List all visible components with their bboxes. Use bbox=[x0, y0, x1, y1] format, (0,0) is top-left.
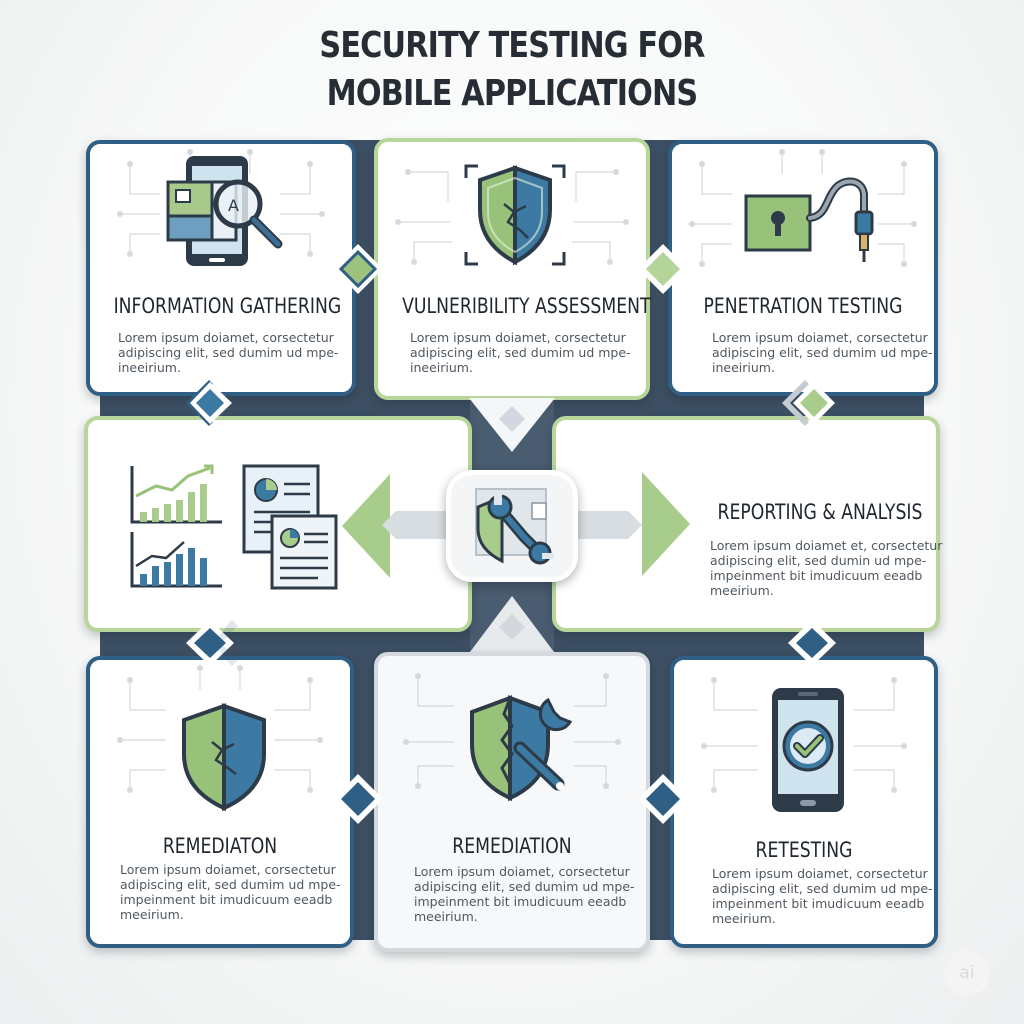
card-title: RETESTING bbox=[755, 838, 853, 862]
card-remediation: REMEDIATION Lorem ipsum doiamet, corsect… bbox=[374, 652, 650, 952]
right-arrow-icon bbox=[642, 472, 690, 576]
card-retesting: RETESTING Lorem ipsum doiamet, corsectet… bbox=[670, 656, 938, 948]
card-description: Lorem ipsum doiamet, corsectetur adipisc… bbox=[410, 330, 631, 375]
diamond-connector bbox=[333, 774, 383, 824]
cracked-shield-icon bbox=[464, 164, 566, 266]
card-description: Lorem ipsum doiamet, corsectetur adipisc… bbox=[712, 866, 933, 926]
shield-wrench-icon bbox=[470, 695, 573, 802]
svg-text:A: A bbox=[228, 196, 239, 215]
diamond-connector bbox=[638, 244, 688, 294]
diamond-connector bbox=[782, 380, 835, 426]
card-information-gathering: A INFORMATION GATHERING Lorem ipsum doia… bbox=[86, 140, 356, 396]
bar-chart-icon bbox=[130, 464, 222, 588]
diamond-connector bbox=[638, 774, 688, 824]
circuit-pattern bbox=[689, 149, 917, 267]
title-line-1: SECURITY TESTING FOR bbox=[319, 25, 705, 66]
circuit-pattern bbox=[117, 665, 323, 793]
card-reporting-visuals bbox=[84, 416, 472, 632]
circuit-pattern bbox=[701, 677, 907, 793]
card-reporting-analysis: REPORTING & ANALYSIS Lorem ipsum doiamet… bbox=[552, 416, 943, 632]
page-title: SECURITY TESTING FOR MOBILE APPLICATIONS bbox=[82, 22, 942, 118]
card-description: Lorem ipsum doiamet et, corsectetur adip… bbox=[710, 538, 943, 598]
center-hub bbox=[446, 470, 578, 582]
card-penetration-testing: PENETRATION TESTING Lorem ipsum doiamet,… bbox=[668, 140, 938, 396]
card-description: Lorem ipsum doiamet, corsectetur adipisc… bbox=[120, 862, 341, 922]
card-title: INFORMATION GATHERING bbox=[113, 294, 342, 318]
shield-wrench-icon bbox=[475, 488, 554, 565]
diamond-connector bbox=[333, 244, 383, 294]
diamond-connector bbox=[186, 620, 238, 666]
report-document-icon bbox=[242, 464, 338, 590]
card-title: REMEDIATON bbox=[162, 834, 278, 858]
phone-checkmark-icon bbox=[772, 688, 844, 812]
hub-connector-bars bbox=[382, 511, 642, 539]
ai-watermark-badge: ai bbox=[944, 950, 990, 996]
padlock-cable-icon bbox=[744, 177, 874, 262]
card-title: REMEDIATION bbox=[452, 834, 572, 858]
card-remediaton: REMEDIATON Lorem ipsum doiamet, corsecte… bbox=[86, 656, 354, 948]
card-description: Lorem ipsum doiamet, corsectetur adipisc… bbox=[712, 330, 933, 375]
card-description: Lorem ipsum doiamet, corsectetur adipisc… bbox=[118, 330, 339, 375]
card-title: REPORTING & ANALYSIS bbox=[717, 500, 923, 524]
hub-pointer-top bbox=[469, 398, 555, 452]
title-line-2: MOBILE APPLICATIONS bbox=[326, 73, 699, 114]
card-vulnerability-assessment: VULNERIBILITY ASSESSMENT Lorem ipsum doi… bbox=[374, 138, 651, 400]
cracked-shield-icon bbox=[182, 703, 266, 812]
card-description: Lorem ipsum doiamet, corsectetur adipisc… bbox=[414, 864, 635, 924]
phone-magnifier-icon: A bbox=[166, 156, 283, 266]
diamond-connector bbox=[186, 380, 232, 426]
circuit-pattern bbox=[395, 169, 629, 265]
card-title: PENETRATION TESTING bbox=[703, 294, 903, 318]
hub-pointer-bottom bbox=[467, 596, 557, 656]
circuit-pattern bbox=[403, 673, 621, 789]
left-arrow-icon bbox=[342, 474, 390, 578]
diamond-connector bbox=[788, 620, 836, 666]
card-title: VULNERIBILITY ASSESSMENT bbox=[402, 294, 651, 318]
